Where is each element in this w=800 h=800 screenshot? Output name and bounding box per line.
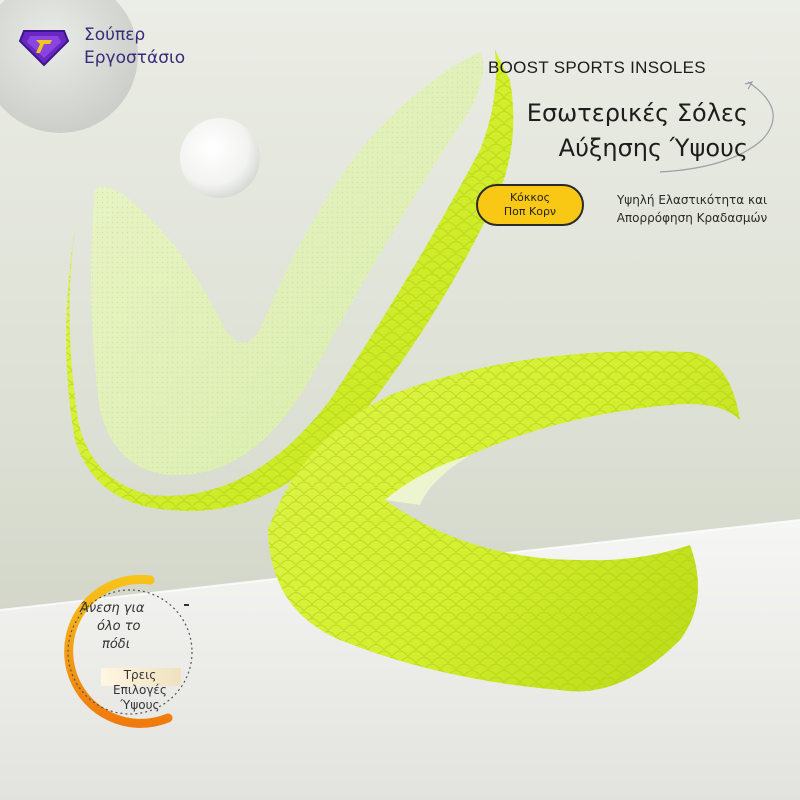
orbit-arc	[659, 81, 774, 173]
comfort-line1: Άνεση για	[80, 601, 145, 616]
feature-badge: Κόκκος Ποπ Κορν	[476, 184, 584, 226]
diamond-shield-logo-icon	[18, 30, 70, 67]
options-line1: Τρεις	[123, 668, 157, 682]
insole-bottom	[268, 351, 740, 692]
options-line3: Ύψους	[120, 698, 160, 712]
feature-description-line1: Υψηλή Ελαστικότητα και	[616, 193, 768, 207]
greek-title: Εσωτερικές Σόλες Αύξησης Ύψους	[488, 96, 748, 166]
height-options: Τρεις Επιλογές Ύψους	[101, 668, 181, 713]
feature-badge-line2: Ποπ Κορν	[503, 205, 557, 218]
height-options-highlight	[101, 668, 181, 686]
brand-line2: Εργοστάσιο	[84, 48, 186, 68]
white-ball	[180, 118, 260, 198]
comfort-line3: πόδι	[102, 637, 131, 652]
insole-top	[66, 50, 514, 511]
english-title: BOOST SPORTS INSOLES	[488, 58, 706, 77]
feature-badge-line1: Κόκκος	[509, 191, 551, 204]
comfort-text: Άνεση για όλο το πόδι	[80, 600, 190, 654]
comfort-ring	[64, 574, 193, 728]
comfort-dash	[184, 604, 189, 606]
options-line2: Επιλογές	[113, 683, 167, 697]
brand-line1: Σούπερ	[84, 25, 146, 45]
brand-header: Σούπερ Εργοστάσιο	[18, 24, 185, 70]
greek-title-line1: Εσωτερικές Σόλες	[526, 99, 748, 127]
feature-description-line2: Απορρόφηση Κραδασμών	[616, 211, 768, 225]
brand-name: Σούπερ Εργοστάσιο	[84, 24, 185, 70]
feature-description: Υψηλή Ελαστικότητα και Απορρόφηση Κραδασ…	[592, 191, 792, 227]
greek-title-line2: Αύξησης Ύψους	[558, 134, 748, 162]
comfort-line2: όλο το	[97, 619, 141, 634]
